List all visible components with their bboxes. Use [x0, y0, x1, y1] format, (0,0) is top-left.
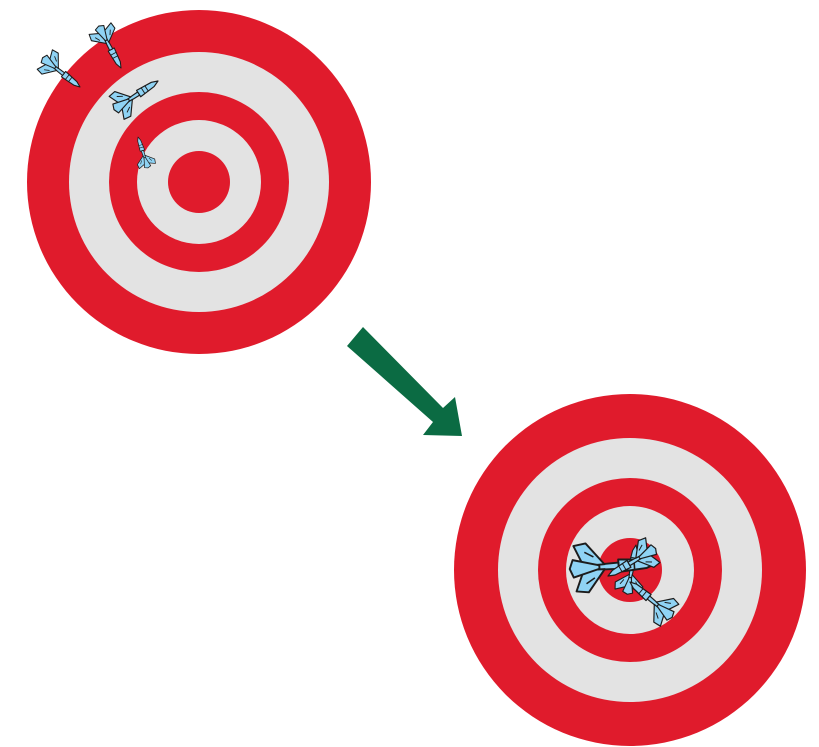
down-right-arrow-icon [347, 327, 462, 436]
before-target [27, 10, 371, 354]
bullseye-target-icon [27, 10, 371, 354]
after-target [454, 394, 806, 746]
